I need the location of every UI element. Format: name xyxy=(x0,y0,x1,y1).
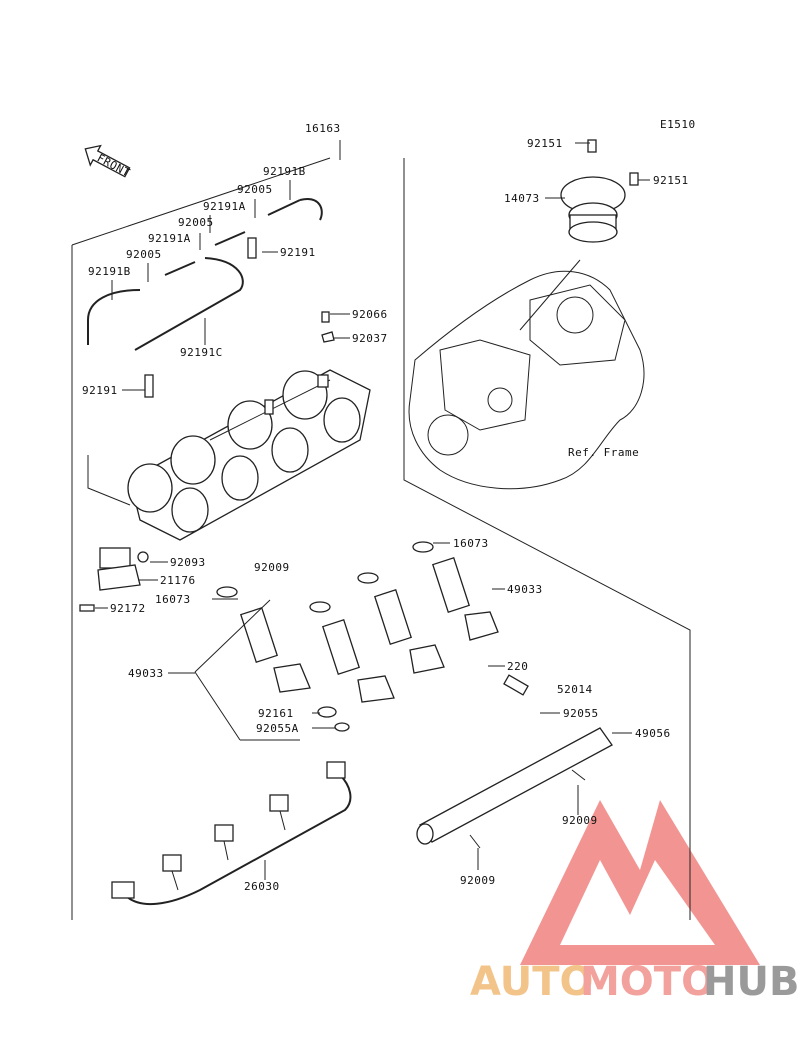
callout-92093: 92093 xyxy=(170,556,206,569)
diagram-code: E1510 xyxy=(660,118,696,131)
callout-92055a: 92055A xyxy=(256,722,299,735)
o-rings xyxy=(216,541,434,732)
callout-16163: 16163 xyxy=(305,122,341,135)
callout-220: 220 xyxy=(507,660,528,673)
callout-49056: 49056 xyxy=(635,727,671,740)
callout-92009-right: 92009 xyxy=(562,814,598,827)
callout-92055: 92055 xyxy=(563,707,599,720)
callout-92191a-a: 92191A xyxy=(203,200,246,213)
callout-92191b-top: 92191B xyxy=(263,165,306,178)
injector-4 xyxy=(239,607,311,693)
callout-92009-mid: 92009 xyxy=(254,561,290,574)
callout-92009-bottom: 92009 xyxy=(460,874,496,887)
callout-92191: 92191 xyxy=(280,246,316,259)
callout-92191c: 92191C xyxy=(180,346,223,359)
throttle-sensor xyxy=(79,547,149,612)
front-arrow-icon xyxy=(84,144,131,178)
callout-26030: 26030 xyxy=(244,880,280,893)
callout-92005-c: 92005 xyxy=(126,248,162,261)
watermark-moto: MOTO xyxy=(580,959,715,1005)
vacuum-hoses xyxy=(87,198,335,398)
wire-harness xyxy=(111,761,352,906)
frame-reference xyxy=(408,259,645,490)
callout-92172: 92172 xyxy=(110,602,146,615)
injector-3 xyxy=(321,619,395,703)
callout-92005-b: 92005 xyxy=(178,216,214,229)
callout-labels: E1510 16163 92191B 92005 92191A 92005 92… xyxy=(82,118,696,893)
intake-boot xyxy=(560,139,639,243)
callout-92161: 92161 xyxy=(258,707,294,720)
callout-16073-right: 16073 xyxy=(453,537,489,550)
injectors xyxy=(239,557,499,703)
callout-92037: 92037 xyxy=(352,332,388,345)
callout-92191b-left: 92191B xyxy=(88,265,131,278)
callout-92005-a: 92005 xyxy=(237,183,273,196)
callout-14073: 14073 xyxy=(504,192,540,205)
fuel-rail xyxy=(416,674,613,849)
callout-92066: 92066 xyxy=(352,308,388,321)
callout-92191-left: 92191 xyxy=(82,384,118,397)
callout-21176: 21176 xyxy=(160,574,196,587)
watermark-text: AUTO MOTO HUB xyxy=(470,959,799,1005)
watermark-triangle-inner xyxy=(560,860,715,945)
injector-1 xyxy=(431,557,499,641)
injector-2 xyxy=(373,589,445,674)
watermark-auto: AUTO xyxy=(470,959,594,1005)
callout-49033-right: 49033 xyxy=(507,583,543,596)
callout-92191a-b: 92191A xyxy=(148,232,191,245)
callout-52014: 52014 xyxy=(557,683,593,696)
frame-label: Ref. Frame xyxy=(568,446,639,459)
leader-lines xyxy=(95,140,650,880)
front-arrow: FRONT xyxy=(84,144,133,180)
watermark-hub: HUB xyxy=(703,959,799,1005)
throttle-body xyxy=(127,369,371,541)
watermark-logo xyxy=(520,800,760,965)
callout-92151-a: 92151 xyxy=(527,137,563,150)
callout-92151-b: 92151 xyxy=(653,174,689,187)
callout-16073-left: 16073 xyxy=(155,593,191,606)
callout-49033-left: 49033 xyxy=(128,667,164,680)
front-label: FRONT xyxy=(95,151,133,179)
